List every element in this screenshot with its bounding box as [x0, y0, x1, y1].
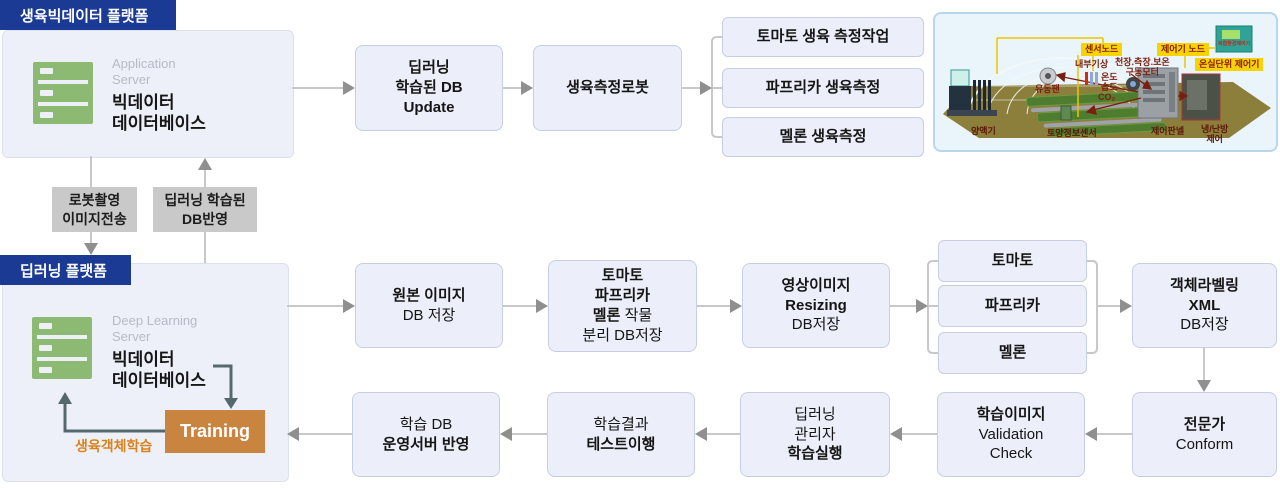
label-line: 이미지전송 [62, 210, 127, 227]
flow-box-validation-check: 학습이미지 Validation Check [937, 392, 1085, 477]
flow-box-object-labeling: 객체라벨링 XML DB저장 [1132, 263, 1277, 348]
label-line: 딥러닝 학습된 [164, 192, 246, 209]
box-line: Check [989, 445, 1033, 463]
label-robot-image-transfer: 로봇촬영 이미지전송 [52, 187, 137, 232]
bigdata-server-labels: Application Server 빅데이터 데이터베이스 [112, 56, 206, 134]
box-line: DB저장 [1180, 316, 1229, 334]
training-box: Training [165, 410, 265, 453]
box-line: 토마토 생육 측정작업 [756, 28, 890, 46]
flow-box-tomato-measure: 토마토 생육 측정작업 [722, 17, 924, 57]
crop-box-paprika: 파프리카 [938, 285, 1087, 327]
box-line: 토마토 [601, 267, 644, 285]
hvac-line1: 냉/난방 [1201, 124, 1229, 134]
box-line: 토마토 [991, 252, 1034, 270]
temp-label: 온도 [1101, 72, 1118, 82]
server-name-line: 빅데이터 [112, 92, 175, 112]
box-line: 딥러닝 [794, 405, 836, 423]
flow-box-growth-robot: 생육측정로봇 [533, 45, 682, 131]
box-line: 전문가 [1183, 415, 1226, 433]
training-label: Training [179, 421, 250, 441]
deeplearning-platform-header: 딥러닝 플랫폼 [0, 255, 131, 285]
motor-line2: 구동모터 [1125, 67, 1159, 78]
nutrient-machine-label: 양액기 [971, 126, 996, 136]
soil-sensor-label: 토양정보센서 [1047, 128, 1097, 138]
crop-box-melon: 멜론 [938, 332, 1087, 374]
box-line: Validation [978, 425, 1044, 443]
box-line: 멜론 생육측정 [779, 128, 867, 146]
server-name-line: 빅데이터 [112, 349, 175, 369]
server-type-line: Server [112, 72, 151, 88]
box-line: 생육측정로봇 [566, 79, 649, 97]
device-label: 복합환경제어기 [1218, 41, 1251, 47]
box-line: 학습이미지 [976, 405, 1046, 423]
bigdata-platform-title: 생육빅데이터 플랫폼 [20, 7, 149, 25]
box-line: Update [403, 98, 455, 116]
flow-box-expert-conform: 전문가 Conform [1132, 392, 1277, 477]
motor-line1: 천장.측장.보온 [1115, 57, 1170, 67]
humidity-label: 습도 [1101, 82, 1118, 92]
unit-controller-chip: 온실단위 제어기 [1195, 58, 1264, 71]
controller-node-chip: 제어기 노드 [1157, 43, 1209, 56]
growth-object-learning-label: 생육객체학습 [75, 436, 152, 456]
training-note-text: 생육객체학습 [75, 438, 153, 454]
fan-label: 유동팬 [1035, 84, 1060, 94]
box-line: 멜론 [998, 344, 1027, 362]
server-type-line: Deep Learning [112, 313, 198, 328]
box-line: 학습결과 [593, 415, 649, 433]
co2-label: CO₂ [1098, 92, 1116, 102]
control-panel-label: 제어판넬 [1151, 126, 1185, 136]
indoor-weather-label: 내부기상 [1075, 59, 1109, 69]
box-line: Resizing [785, 296, 847, 314]
greenhouse-scene [943, 25, 1271, 138]
box-line: 멜론 작물 [593, 306, 652, 326]
deep-learning-server-icon [32, 317, 92, 384]
greenhouse-illustration: 센서노드 제어기 노드 온실단위 제어기 복합환경제어기 내부기상 천장.측장.… [933, 12, 1278, 152]
box-line: DB 저장 [402, 306, 456, 324]
flow-box-test-execution: 학습결과 테스트이행 [547, 392, 695, 477]
flow-box-resizing: 영상이미지 Resizing DB저장 [742, 263, 890, 348]
flow-box-manager-training-run: 딥러닝 관리자 학습실행 [740, 392, 890, 477]
box-line: 운영서버 반영 [382, 435, 470, 453]
box-line-regular: 작물 [620, 307, 653, 324]
box-line: 학습실행 [787, 445, 843, 463]
application-server-icon [33, 62, 93, 129]
crop-box-tomato: 토마토 [938, 240, 1087, 282]
label-line: 로봇촬영 [68, 192, 121, 209]
box-line: XML [1188, 296, 1221, 314]
server-name-line: 데이터베이스 [112, 113, 206, 133]
deeplearning-platform-title: 딥러닝 플랫폼 [20, 262, 107, 280]
box-line: 테스트이행 [586, 435, 656, 453]
flow-box-deploy-db: 학습 DB 운영서버 반영 [352, 392, 500, 477]
box-line: 분리 DB저장 [582, 326, 663, 344]
flow-box-original-image: 원본 이미지 DB 저장 [355, 263, 503, 348]
server-type-line: Application [112, 56, 176, 71]
box-line-bold: 멜론 [592, 307, 621, 324]
box-line: 학습된 DB [395, 79, 463, 97]
label-trained-db-apply: 딥러닝 학습된 DB반영 [153, 187, 257, 232]
box-line: 학습 DB [399, 415, 453, 433]
deeplearning-server-labels: Deep Learning Server 빅데이터 데이터베이스 [112, 313, 206, 391]
box-line: Conform [1175, 435, 1234, 453]
label-line: DB반영 [182, 210, 228, 227]
flow-box-melon-measure: 멜론 생육측정 [722, 117, 924, 157]
box-line: DB저장 [791, 316, 841, 334]
box-line: 딥러닝 [408, 59, 450, 77]
box-line: 관리자 [794, 425, 836, 443]
sensor-node-chip: 센서노드 [1081, 43, 1123, 56]
flow-box-crop-separation: 토마토 파프리카 멜론 작물 분리 DB저장 [548, 260, 697, 352]
bigdata-platform-header: 생육빅데이터 플랫폼 [0, 0, 176, 30]
hvac-line2: 제어 [1206, 134, 1223, 145]
box-line: 파프리카 [594, 287, 651, 305]
server-type-line: Server [112, 329, 151, 345]
flow-box-paprika-measure: 파프리카 생육측정 [722, 68, 924, 108]
flow-box-db-update: 딥러닝 학습된 DB Update [355, 45, 503, 131]
server-name-line: 데이터베이스 [112, 370, 206, 390]
box-line: 원본 이미지 [392, 286, 466, 304]
box-line: 파프리카 생육측정 [765, 79, 881, 97]
box-line: 영상이미지 [781, 276, 851, 294]
box-line: 파프리카 [984, 297, 1041, 315]
box-line: 객체라벨링 [1169, 276, 1239, 294]
